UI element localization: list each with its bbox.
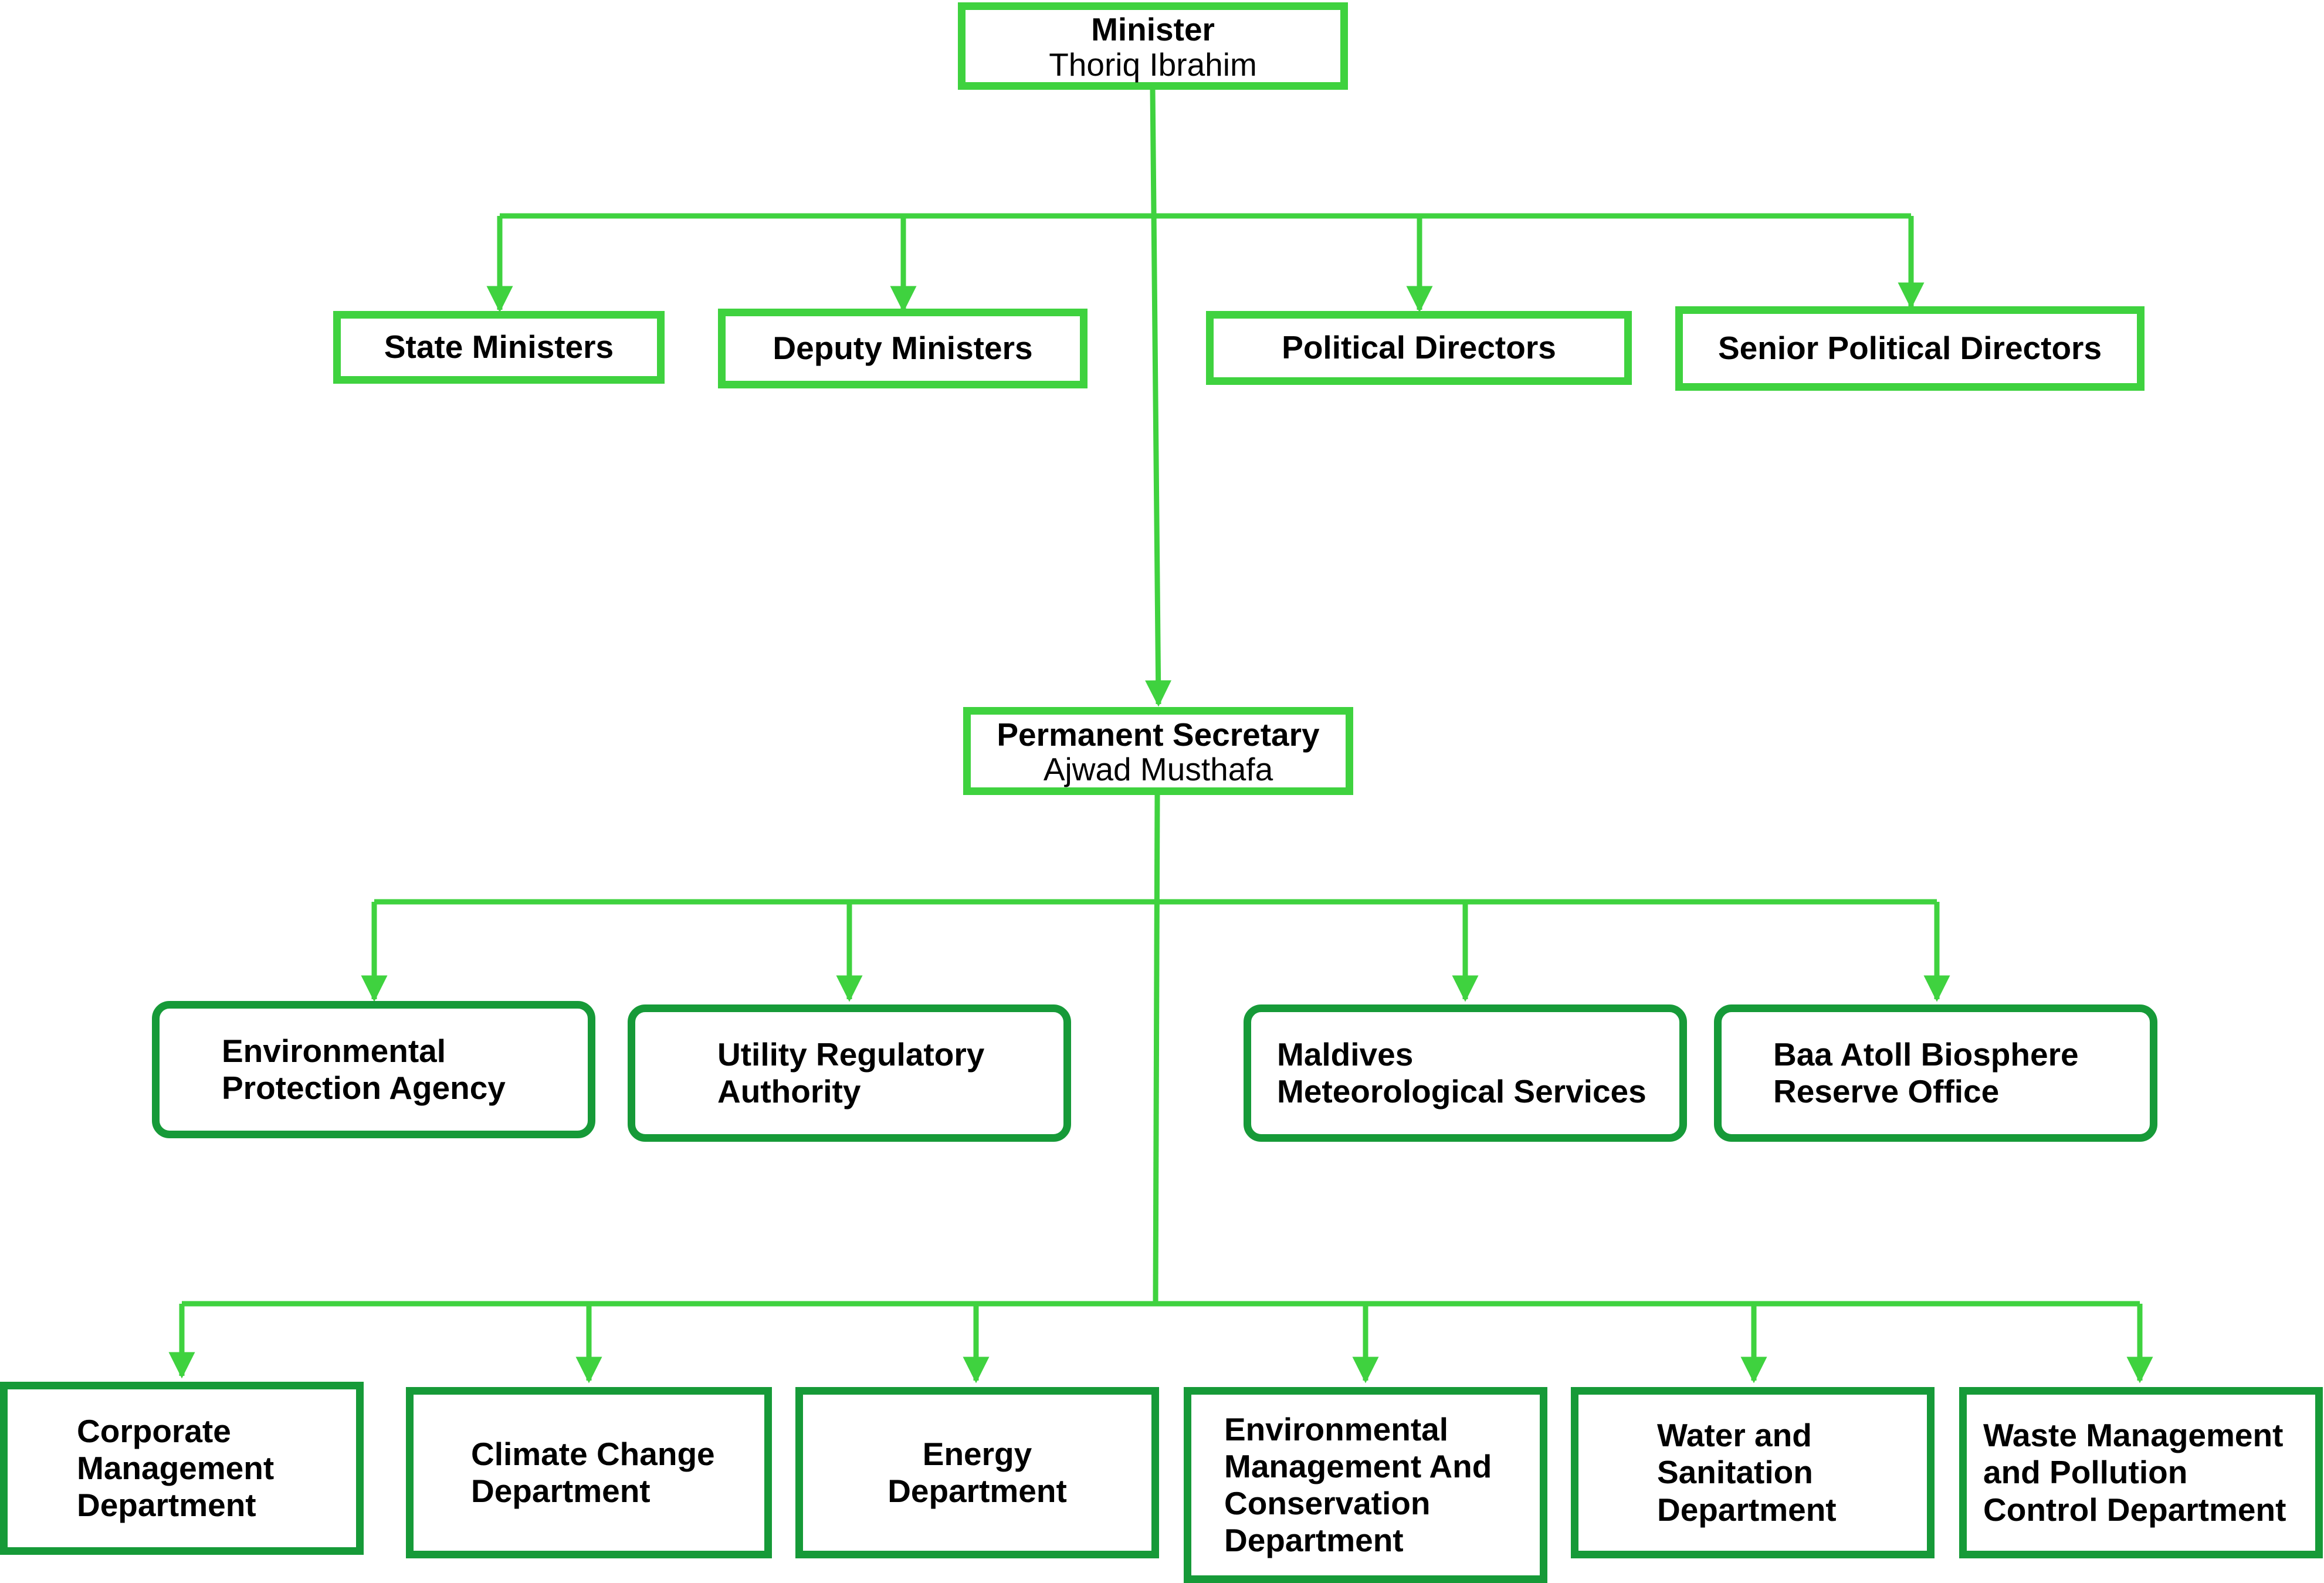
permanent-secretary-title: Permanent Secretary <box>997 716 1320 753</box>
permanent-secretary-name: Ajwad Musthafa <box>1043 751 1273 788</box>
department-climate-change: Climate Change Department <box>406 1387 772 1558</box>
department-label: Corporate Management Department <box>77 1412 275 1524</box>
state-ministers-label: State Ministers <box>384 329 614 366</box>
minister-name: Thoriq Ibrahim <box>1049 46 1257 83</box>
senior-political-directors-label: Senior Political Directors <box>1717 330 2102 367</box>
department-energy: Energy Department <box>795 1387 1159 1558</box>
agency-baa-atoll-biosphere-reserve-office: Baa Atoll Biosphere Reserve Office <box>1714 1004 2157 1142</box>
connector-minister-trunk <box>1145 87 1172 707</box>
minister-box: Minister Thoriq Ibrahim <box>958 2 1348 90</box>
agency-label: Maldives Meteorological Services <box>1277 1036 1647 1110</box>
agency-environmental-protection-agency: Environmental Protection Agency <box>152 1001 595 1138</box>
agency-utility-regulatory-authority: Utility Regulatory Authority <box>628 1004 1071 1142</box>
department-label: Water and Sanitation Department <box>1657 1417 1837 1528</box>
department-waste-management-and-pollution-control: Waste Management and Pollution Control D… <box>1959 1387 2323 1558</box>
agency-label: Environmental Protection Agency <box>222 1032 506 1106</box>
agency-maldives-meteorological-services: Maldives Meteorological Services <box>1244 1004 1687 1142</box>
department-corporate-management: Corporate Management Department <box>0 1382 364 1555</box>
agency-label: Baa Atoll Biosphere Reserve Office <box>1773 1036 2079 1110</box>
department-label: Environmental Management And Conservatio… <box>1224 1411 1492 1559</box>
connector-secretary-trunk <box>1153 793 1160 1304</box>
senior-political-directors-box: Senior Political Directors <box>1675 306 2145 391</box>
state-ministers-box: State Ministers <box>333 311 665 384</box>
department-label: Climate Change Department <box>471 1435 715 1509</box>
political-directors-box: Political Directors <box>1206 311 1632 385</box>
department-water-and-sanitation: Water and Sanitation Department <box>1571 1387 1935 1558</box>
minister-title: Minister <box>1091 11 1215 48</box>
deputy-ministers-box: Deputy Ministers <box>718 309 1088 388</box>
department-environmental-management-and-conservation: Environmental Management And Conservatio… <box>1184 1387 1547 1583</box>
department-label: Waste Management and Pollution Control D… <box>1983 1417 2286 1528</box>
department-label: Energy Department <box>887 1435 1067 1509</box>
political-directors-label: Political Directors <box>1282 329 1556 366</box>
agency-label: Utility Regulatory Authority <box>717 1036 985 1110</box>
permanent-secretary-box: Permanent Secretary Ajwad Musthafa <box>963 707 1353 795</box>
deputy-ministers-label: Deputy Ministers <box>773 330 1033 367</box>
